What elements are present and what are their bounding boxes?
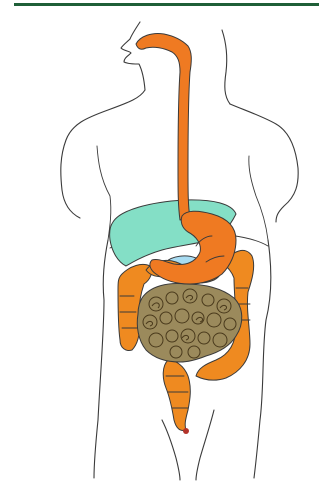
- esophagus: [136, 33, 191, 220]
- face-profile: [121, 22, 145, 90]
- crotch-right: [196, 410, 214, 480]
- left-arm-inner: [97, 146, 111, 240]
- crotch-left: [162, 420, 180, 480]
- top-frame-bar: [14, 3, 319, 6]
- left-shoulder-arm: [61, 90, 145, 218]
- torso-right-side: [254, 240, 271, 478]
- anus: [183, 428, 189, 434]
- torso-left-side: [94, 240, 108, 478]
- right-arm-inner: [249, 156, 268, 240]
- neck-right: [222, 30, 230, 104]
- right-shoulder-arm: [230, 104, 298, 222]
- small-intestine: [137, 284, 241, 362]
- rectum: [163, 360, 190, 431]
